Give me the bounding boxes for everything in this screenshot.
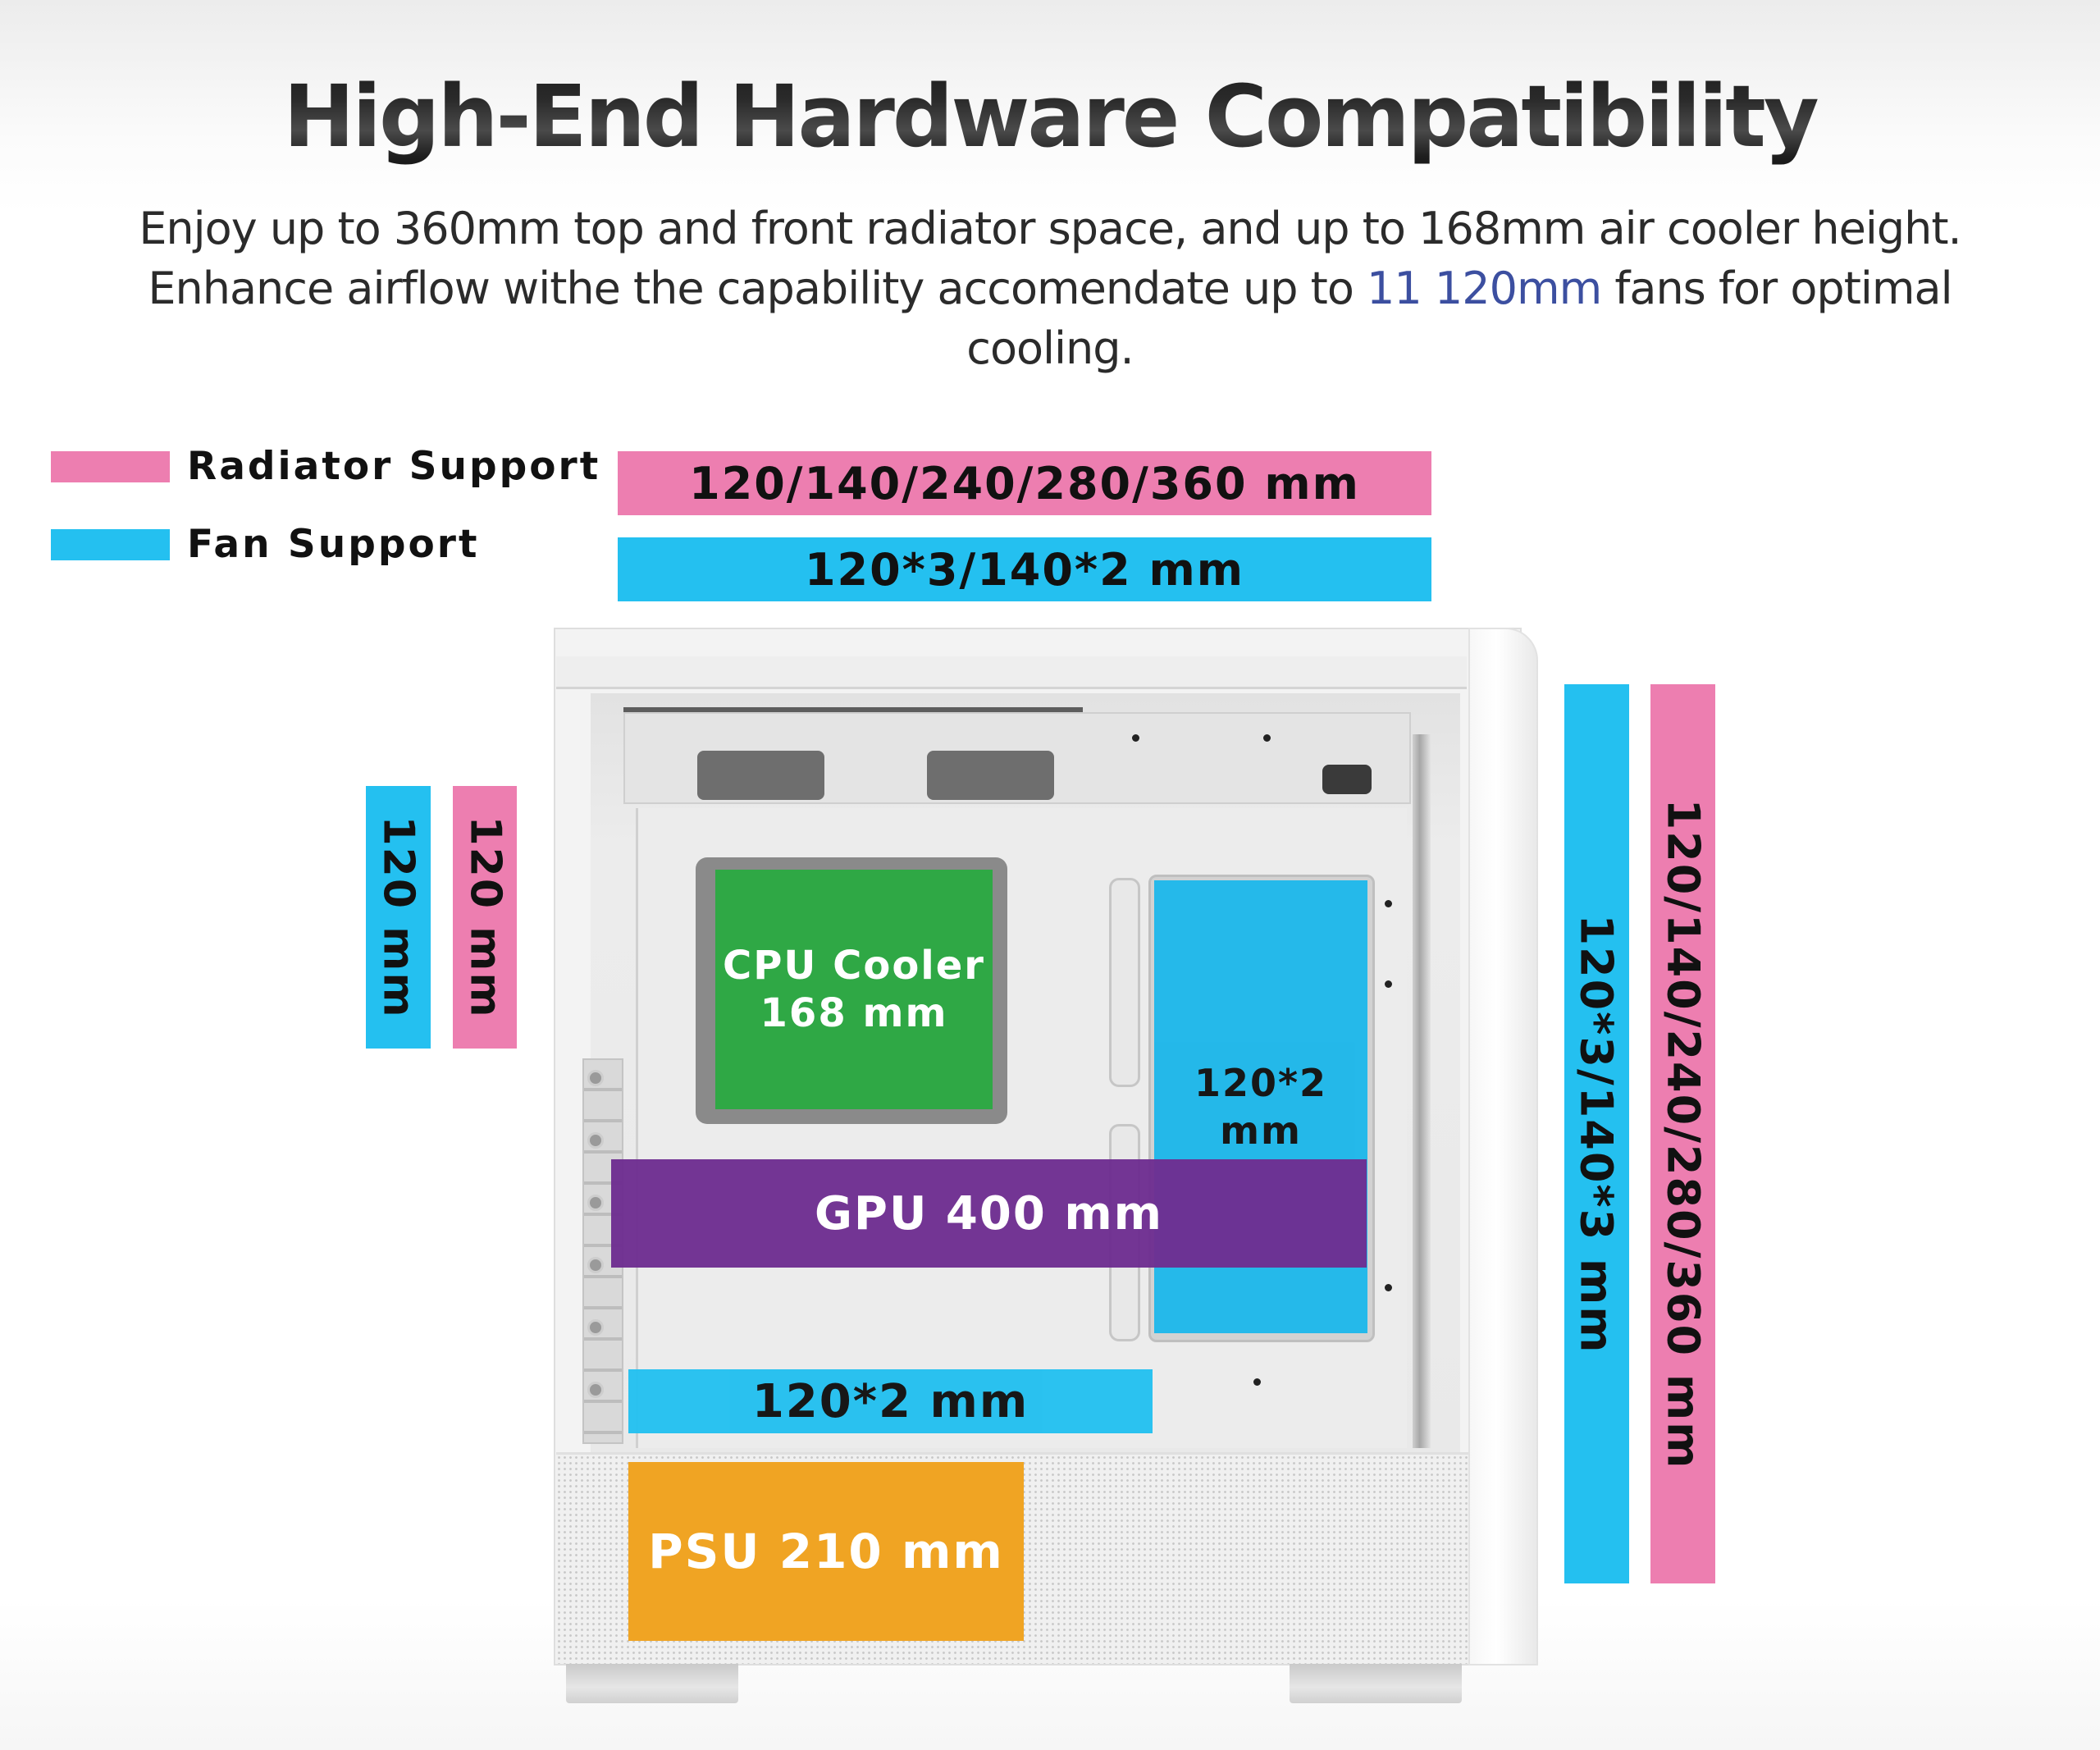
screw-icon — [587, 1382, 604, 1398]
rear-fan-label: 120 mm — [373, 816, 423, 1019]
top-cutout — [697, 751, 824, 800]
top-plate-shadow — [623, 707, 1083, 715]
radiator-legend-swatch — [51, 451, 170, 482]
fan-legend-swatch — [51, 529, 170, 560]
cpu-cooler-value: 168 mm — [760, 990, 948, 1036]
rear-radiator-bar: 120 mm — [453, 786, 517, 1049]
gpu-clearance: GPU 400 mm — [611, 1159, 1367, 1268]
top-cutout-small — [1322, 765, 1372, 794]
mount-hole — [1385, 980, 1392, 988]
intro-paragraph: Enjoy up to 360mm top and front radiator… — [66, 199, 2034, 378]
intro-text-start: Enjoy up to 360mm top and front radiator… — [139, 203, 1961, 314]
case-top-rail — [556, 656, 1467, 689]
case-front-panel — [1468, 628, 1538, 1665]
front-fan-column — [1413, 734, 1431, 1448]
mount-hole — [1263, 734, 1271, 742]
top-fan-bar: 120*3/140*2 mm — [618, 537, 1431, 601]
page-title: High-End Hardware Compatibility — [0, 59, 2100, 174]
front-radiator-label: 120/140/240/280/360 mm — [1657, 798, 1710, 1469]
top-cutout — [927, 751, 1054, 800]
intro-text-end: fans for optimal cooling. — [966, 263, 1952, 374]
case-foot-left — [566, 1664, 738, 1703]
screw-icon — [587, 1070, 604, 1086]
screw-icon — [587, 1132, 604, 1149]
screw-icon — [587, 1257, 604, 1273]
radiator-legend-label: Radiator Support — [187, 444, 601, 489]
bottom-fan-support: 120*2 mm — [628, 1369, 1153, 1433]
screw-icon — [587, 1195, 604, 1211]
case-foot-right — [1290, 1664, 1462, 1703]
front-fan-label: 120*3/140*3 mm — [1571, 913, 1623, 1355]
front-fan-bar: 120*3/140*3 mm — [1564, 684, 1629, 1583]
cable-grommet — [1109, 878, 1140, 1087]
cpu-cooler-label: CPU Cooler — [723, 943, 985, 989]
fan-count-highlight: 11 120mm — [1367, 263, 1602, 314]
psu-clearance: PSU 210 mm — [628, 1462, 1024, 1641]
side-fan-label: 120*2 — [1194, 1061, 1328, 1105]
side-fan-unit: mm — [1220, 1108, 1302, 1153]
rear-radiator-label: 120 mm — [460, 816, 510, 1019]
top-radiator-bar: 120/140/240/280/360 mm — [618, 451, 1431, 515]
mount-hole — [1385, 900, 1392, 907]
front-radiator-bar: 120/140/240/280/360 mm — [1650, 684, 1715, 1583]
fan-legend-label: Fan Support — [187, 522, 480, 567]
mount-hole — [1253, 1378, 1261, 1386]
rear-fan-bar: 120 mm — [366, 786, 431, 1049]
mount-hole — [1132, 734, 1139, 742]
screw-icon — [587, 1319, 604, 1336]
cpu-cooler-clearance: CPU Cooler 168 mm — [715, 870, 993, 1109]
mount-hole — [1385, 1284, 1392, 1291]
